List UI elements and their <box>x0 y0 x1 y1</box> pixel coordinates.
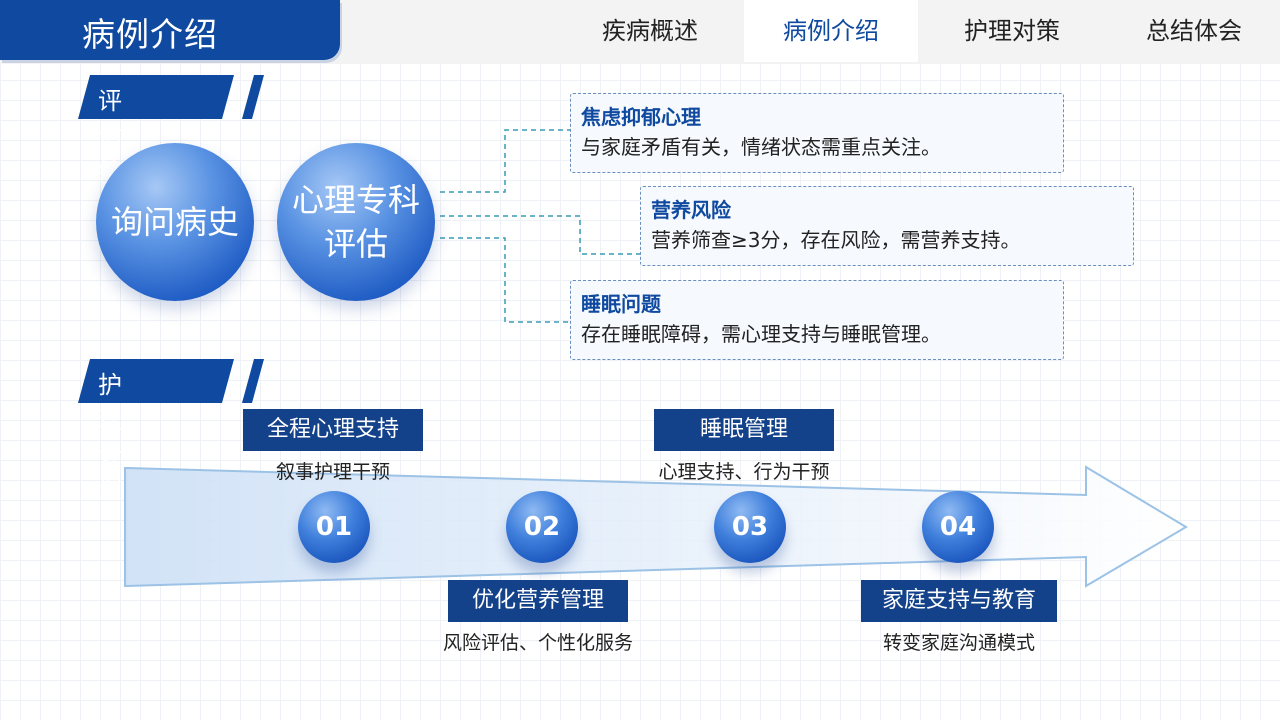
page-title: 病例介绍 <box>82 15 218 54</box>
finding-title: 睡眠问题 <box>581 292 661 316</box>
finding-box-anxiety: 焦虑抑郁心理 与家庭矛盾有关，情绪状态需重点关注。 <box>570 93 1064 173</box>
nav-tab-case-intro[interactable]: 病例介绍 <box>744 0 918 62</box>
plan-step-title: 优化营养管理 <box>448 580 628 622</box>
plan-step-number: 04 <box>922 491 994 563</box>
nav-tab-disease-overview[interactable]: 疾病概述 <box>602 17 698 45</box>
section-label-plan-text: 护理计划 <box>98 371 122 504</box>
psych-assessment-circle: 心理专科 评估 <box>277 143 435 301</box>
finding-desc: 与家庭矛盾有关，情绪状态需重点关注。 <box>581 135 941 159</box>
finding-title: 焦虑抑郁心理 <box>581 105 701 129</box>
page-title-tab: 病例介绍 <box>0 0 340 60</box>
finding-desc: 营养筛查≥3分，存在风险，需营养支持。 <box>651 228 1021 252</box>
plan-step-desc: 叙事护理干预 <box>275 461 390 483</box>
history-inquiry-circle: 询问病史 <box>96 143 254 301</box>
finding-title: 营养风险 <box>651 198 731 222</box>
plan-step-title: 睡眠管理 <box>654 409 834 451</box>
nav-tab-summary[interactable]: 总结体会 <box>1146 17 1242 45</box>
plan-step-desc: 心理支持、行为干预 <box>658 461 830 483</box>
psych-assessment-label-line1: 心理专科 <box>291 181 420 219</box>
history-inquiry-label: 询问病史 <box>110 203 239 241</box>
finding-box-nutrition: 营养风险 营养筛查≥3分，存在风险，需营养支持。 <box>640 186 1134 266</box>
plan-step-desc: 转变家庭沟通模式 <box>882 632 1035 654</box>
plan-step-title: 家庭支持与教育 <box>861 580 1057 622</box>
psych-assessment-label-line2: 评估 <box>323 225 388 263</box>
plan-step-number: 01 <box>298 491 370 563</box>
plan-step-desc: 风险评估、个性化服务 <box>442 632 633 654</box>
plan-step-title: 全程心理支持 <box>243 409 423 451</box>
plan-step-number: 02 <box>506 491 578 563</box>
plan-step-number: 03 <box>714 491 786 563</box>
finding-desc: 存在睡眠障碍，需心理支持与睡眠管理。 <box>581 322 941 346</box>
finding-box-sleep: 睡眠问题 存在睡眠障碍，需心理支持与睡眠管理。 <box>570 280 1064 360</box>
nav-tab-nursing-measures[interactable]: 护理对策 <box>964 17 1060 45</box>
